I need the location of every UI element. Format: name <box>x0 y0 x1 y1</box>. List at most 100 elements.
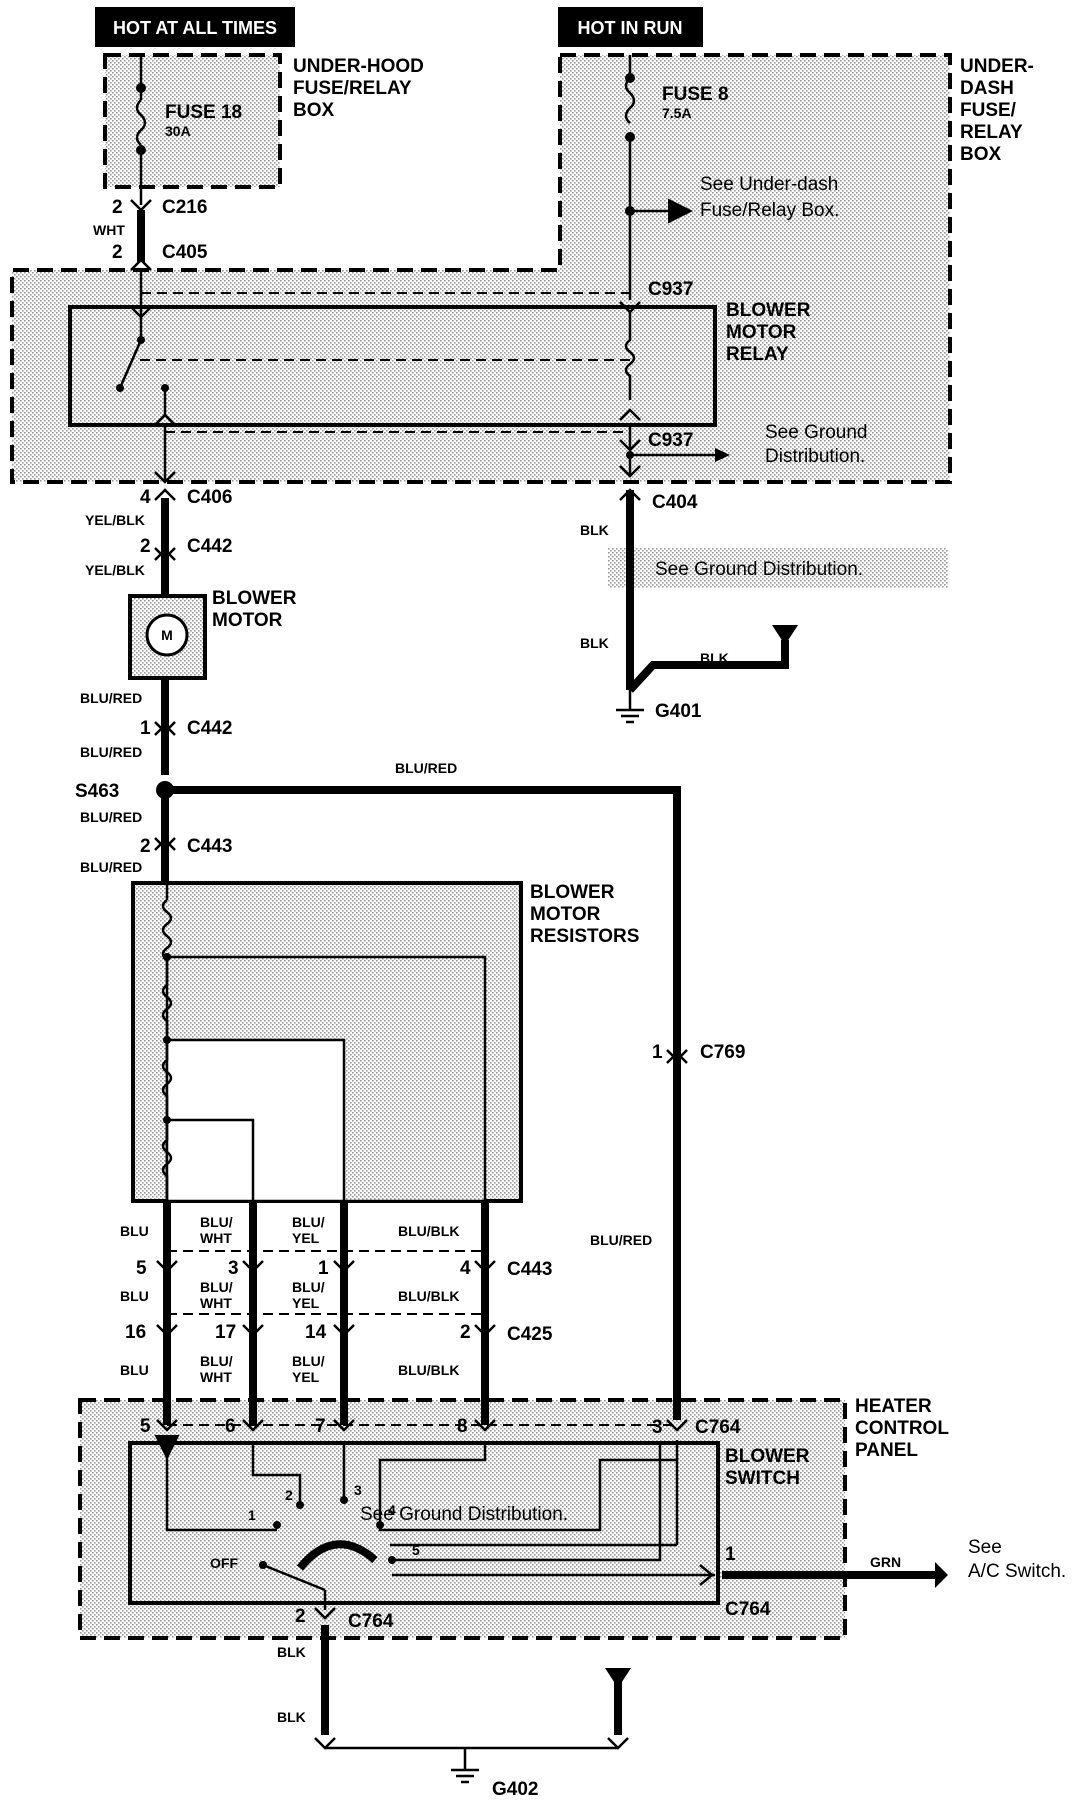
svg-text:5: 5 <box>140 1416 151 1437</box>
wire-blk-4: BLK <box>277 1644 306 1660</box>
fuse18-circuit <box>116 55 176 426</box>
pin-c216: 2 <box>112 197 123 218</box>
pin-row-c764: 5 6 7 8 <box>140 1416 468 1437</box>
svg-text:16: 16 <box>125 1322 146 1343</box>
blower-switch-internals <box>154 1435 715 1610</box>
ground-relay-ref-note: See Ground Distribution. <box>765 422 873 467</box>
svg-text:BLU/BLK: BLU/BLK <box>398 1288 459 1304</box>
connector-c405: C405 <box>162 242 208 263</box>
pin-c443-top: 2 <box>140 836 151 857</box>
underdash-box-label: UNDER- DASH FUSE/ RELAY BOX <box>960 56 1039 165</box>
blower-switch-box <box>128 1441 720 1605</box>
pin-c405: 2 <box>112 242 123 263</box>
ground-mid-ref-note: See Ground Distribution. <box>655 559 863 580</box>
connector-c443-top: C443 <box>187 836 232 857</box>
svg-text:BLU: BLU <box>120 1362 149 1378</box>
pin-c442-bottom: 1 <box>140 718 151 739</box>
svg-text:WHT: WHT <box>200 1230 232 1246</box>
svg-text:5: 5 <box>412 1542 420 1558</box>
wire-blured-3: BLU/RED <box>80 809 142 825</box>
resistor-output-wires <box>156 1201 677 1432</box>
wire-blured-top: BLU/RED <box>395 760 457 776</box>
pin-c764-gnd: 2 <box>295 1606 306 1627</box>
connector-c216: C216 <box>162 197 207 218</box>
svg-text:YEL: YEL <box>292 1295 320 1311</box>
wire-color-row-1: BLU BLU/ WHT BLU/ YEL BLU/BLK <box>120 1214 459 1246</box>
svg-text:BLU/: BLU/ <box>200 1279 233 1295</box>
svg-text:1: 1 <box>318 1258 329 1279</box>
connector-c764-right: C764 <box>725 1599 771 1620</box>
svg-text:BLU/: BLU/ <box>292 1214 325 1230</box>
pin-c764-ac: 1 <box>725 1544 736 1565</box>
svg-text:BLU: BLU <box>120 1223 149 1239</box>
resistor-steps <box>165 955 487 1203</box>
ground-g402: G402 <box>492 1779 538 1800</box>
hot-in-run-tag: HOT IN RUN <box>558 7 703 47</box>
svg-text:17: 17 <box>215 1322 236 1343</box>
fuse8-rating: 7.5A <box>662 105 692 121</box>
svg-text:14: 14 <box>305 1322 327 1343</box>
ground-ref-shade <box>608 548 948 588</box>
wire-blk-1: BLK <box>580 522 609 538</box>
svg-text:M: M <box>161 627 173 643</box>
splice-branch-wire <box>165 786 688 1547</box>
pin-c769: 1 <box>652 1042 663 1063</box>
svg-text:BLU/: BLU/ <box>200 1353 233 1369</box>
connector-c406: C406 <box>187 487 232 508</box>
ground-g401-wire <box>616 488 798 724</box>
pin-row-c425: 16 17 14 2 <box>125 1322 471 1343</box>
fuse8-circuit <box>619 55 730 478</box>
underhood-box-label: UNDER-HOOD FUSE/RELAY BOX <box>293 56 429 121</box>
wire-grn: GRN <box>870 1554 901 1570</box>
wire-blured-2: BLU/RED <box>80 744 142 760</box>
svg-text:3: 3 <box>228 1258 239 1279</box>
svg-text:8: 8 <box>457 1416 468 1437</box>
ground-g402-wire <box>314 1607 631 1784</box>
svg-text:BLU/BLK: BLU/BLK <box>398 1362 459 1378</box>
wire-color-row-2: BLU BLU/ WHT BLU/ YEL BLU/BLK <box>120 1279 459 1311</box>
blower-resistors-label: BLOWER MOTOR RESISTORS <box>530 882 639 947</box>
svg-text:HOT IN RUN: HOT IN RUN <box>578 18 683 38</box>
wire-blk-3: BLK <box>700 650 729 666</box>
connector-c937-top: C937 <box>648 279 693 300</box>
connector-c442-top: C442 <box>187 536 232 557</box>
wire-yelblk-2: YEL/BLK <box>85 562 145 578</box>
svg-text:YEL: YEL <box>292 1230 320 1246</box>
connector-c764-top: C764 <box>695 1417 741 1438</box>
resistor-coils <box>161 883 173 1201</box>
heater-panel-label: HEATER CONTROL PANEL <box>855 1396 954 1461</box>
splice-s463: S463 <box>75 781 119 802</box>
svg-text:6: 6 <box>225 1416 236 1437</box>
blower-motor-relay-box <box>68 305 717 427</box>
svg-text:1: 1 <box>248 1507 256 1523</box>
svg-text:2: 2 <box>460 1322 471 1343</box>
connector-c769: C769 <box>700 1042 745 1063</box>
wire-blk-5: BLK <box>277 1709 306 1725</box>
wire-blured-right: BLU/RED <box>590 1232 652 1248</box>
ground-bottom-ref-note: See Ground Distribution. <box>360 1504 568 1525</box>
svg-text:5: 5 <box>136 1258 147 1279</box>
connector-c425: C425 <box>507 1324 553 1345</box>
pin-c406: 4 <box>140 487 151 508</box>
svg-text:7: 7 <box>315 1416 326 1437</box>
ground-g401: G401 <box>655 701 702 722</box>
hot-at-all-times-tag: HOT AT ALL TIMES <box>95 7 295 47</box>
svg-text:2: 2 <box>285 1487 293 1503</box>
switch-positions: 1 2 3 4 5 OFF <box>210 1482 420 1571</box>
svg-text:BLU/BLK: BLU/BLK <box>398 1223 459 1239</box>
fuse18-rating: 30A <box>165 123 191 139</box>
fuse18-label: FUSE 18 <box>165 102 242 123</box>
blower-motor-label: BLOWER MOTOR <box>212 588 302 631</box>
svg-text:3: 3 <box>354 1482 362 1498</box>
blower-motor-symbol: M <box>145 613 189 657</box>
svg-text:BLU: BLU <box>120 1288 149 1304</box>
wire-blk-2: BLK <box>580 635 609 651</box>
wire-blured-1: BLU/RED <box>80 690 142 706</box>
svg-text:YEL: YEL <box>292 1369 320 1385</box>
svg-text:BLU/: BLU/ <box>292 1353 325 1369</box>
svg-text:4: 4 <box>388 1502 396 1518</box>
connector-c404: C404 <box>652 492 698 513</box>
underdash-ref-note: See Under-dash Fuse/Relay Box. <box>700 174 844 221</box>
wire-blured-4: BLU/RED <box>80 859 142 875</box>
